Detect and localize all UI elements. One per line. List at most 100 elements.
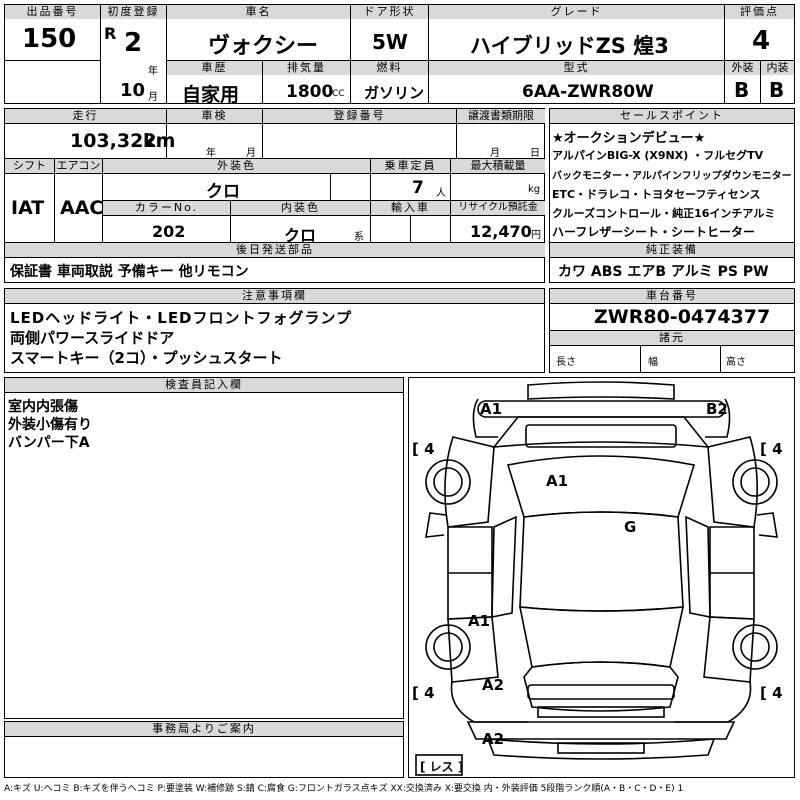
shift-header: シフト	[5, 159, 54, 173]
tire-depth-rear-left: [ 4	[412, 684, 435, 702]
damage-mark: B2	[706, 400, 728, 418]
equipment-item: PS	[717, 264, 738, 280]
specs-header: 諸元	[550, 331, 794, 345]
mileage-header: 走行	[5, 109, 166, 123]
month-unit: 月	[148, 92, 158, 103]
sales-point-line: ハーフレザーシート・シートヒーター	[552, 225, 756, 239]
damage-mark: A2	[482, 730, 505, 748]
score-header: 評価点	[725, 5, 794, 19]
color-number: 202	[152, 222, 186, 241]
door-type: 5W	[372, 30, 408, 54]
mileage-unit: km	[143, 130, 176, 152]
note-line: LEDヘッドライト・LEDフロントフォグランプ	[10, 309, 353, 327]
grade-header: グレード	[429, 5, 724, 19]
chassis-number-header: 車台番号	[550, 289, 794, 303]
chassis-number: ZWR80-0474377	[594, 306, 771, 328]
equipment-item: アルミ	[670, 264, 713, 280]
inspection-month-unit: 月	[246, 148, 256, 159]
lot-number-header: 出品番号	[5, 5, 100, 19]
sales-point-line: ★オークションデビュー★	[552, 131, 706, 146]
transfer-month-unit: 月	[490, 148, 500, 159]
fuel-header: 燃料	[351, 61, 428, 75]
seating-capacity: 7	[412, 178, 424, 198]
later-parts-value: 保証書 車両取説 予備キー 他リモコン	[10, 264, 249, 280]
registration-month: 10	[120, 80, 146, 101]
sales-point-section	[549, 108, 795, 283]
seating-header: 乗車定員	[371, 159, 450, 173]
condition-diagram	[408, 377, 795, 778]
notes-header: 注意事項欄	[5, 289, 544, 303]
office-section	[4, 721, 404, 778]
length-label: 長さ	[556, 357, 576, 368]
damage-mark: A1	[468, 612, 491, 630]
note-line: 両側パワースライドドア	[10, 329, 175, 347]
sales-point-line: アルパインBIG-X (X9NX) ・フルセグTV	[552, 149, 764, 162]
sales-point-line: クルーズコントロール・純正16インチアルミ	[552, 207, 776, 220]
office-header: 事務局よりご案内	[5, 722, 403, 736]
width-label: 幅	[648, 357, 658, 368]
equipment-item: PW	[742, 264, 769, 280]
tire-depth-front-left: [ 4	[412, 440, 435, 458]
exterior-color-header: 外装色	[103, 159, 370, 173]
exterior-grade: B	[734, 78, 750, 102]
equipment-item: ABS	[590, 264, 623, 280]
recycle-fee: 12,470	[470, 222, 532, 241]
spare-tire-status: [ レス ]	[420, 760, 464, 774]
history-header: 車歴	[167, 61, 262, 75]
inspector-header: 検査員記入欄	[5, 378, 403, 392]
car-outline-diagram	[415, 381, 778, 776]
damage-legend: A:キズ U:ヘコミ B:キズを伴うヘコミ P:要塗装 W:補修跡 S:錆 C:…	[4, 784, 684, 794]
transfer-deadline-header: 譲渡書類期限	[457, 109, 545, 123]
car-name: ヴォクシー	[208, 34, 319, 59]
equipment-item: エアB	[627, 264, 667, 280]
aircon-header: エアコン	[55, 159, 102, 173]
tire-depth-front-right: [ 4	[760, 440, 783, 458]
interior-color-unit: 系	[354, 232, 364, 243]
year-unit: 年	[148, 66, 158, 77]
mileage-value: 103,322	[70, 130, 157, 152]
inspection-year-unit: 年	[206, 148, 216, 159]
exterior-grade-header: 外装	[725, 61, 760, 75]
shift-value: IAT	[11, 197, 45, 219]
first-registration-header: 初度登録	[101, 5, 166, 19]
grade-value: ハイブリッドZS 煌3	[470, 34, 669, 58]
damage-mark: A1	[546, 472, 569, 490]
damage-mark: A2	[482, 676, 505, 694]
standard-equipment-list: カワ ABS エアB アルミ PS PW	[558, 261, 769, 281]
seating-unit: 人	[436, 188, 446, 199]
recycle-fee-unit: 円	[531, 230, 541, 241]
import-header: 輸入車	[371, 201, 450, 215]
score-value: 4	[752, 26, 771, 56]
inspector-line: 室内内張傷	[8, 399, 78, 415]
model-code-header: 型式	[429, 61, 724, 75]
displacement-unit: CC	[332, 89, 345, 99]
sales-point-header: セールスポイント	[550, 109, 794, 123]
inspector-line: バンパー下A	[8, 435, 90, 451]
note-line: スマートキー（2コ）・プッシュスタート	[10, 349, 283, 367]
lot-number: 150	[22, 24, 77, 54]
era-label: R	[104, 24, 117, 43]
exterior-color: クロ	[206, 182, 240, 202]
notes-section	[4, 288, 545, 373]
interior-grade-header: 内装	[761, 61, 794, 75]
standard-equipment-header: 純正装備	[550, 243, 794, 257]
door-type-header: ドア形状	[351, 5, 428, 19]
registration-number-header: 登録番号	[263, 109, 456, 123]
car-name-header: 車名	[167, 5, 350, 19]
recycle-fee-header: リサイクル預託金	[451, 201, 545, 215]
registration-year: 2	[124, 28, 143, 58]
interior-color: クロ	[284, 226, 317, 245]
sales-point-line: バックモニター・アルパインフリップダウンモニター	[552, 171, 792, 182]
inspection-header: 車検	[167, 109, 262, 123]
vehicle-info-section	[4, 108, 545, 283]
interior-grade: B	[769, 78, 785, 102]
damage-mark: A1	[480, 400, 503, 418]
equipment-item: カワ	[558, 264, 586, 280]
max-load-header: 最大積載量	[451, 159, 545, 173]
tire-depth-rear-right: [ 4	[760, 684, 783, 702]
height-label: 高さ	[726, 357, 746, 368]
model-code: 6AA-ZWR80W	[522, 82, 654, 102]
inspector-line: 外装小傷有り	[8, 417, 92, 433]
color-number-header: カラーNo.	[103, 201, 230, 215]
aircon-value: AAC	[60, 197, 104, 219]
